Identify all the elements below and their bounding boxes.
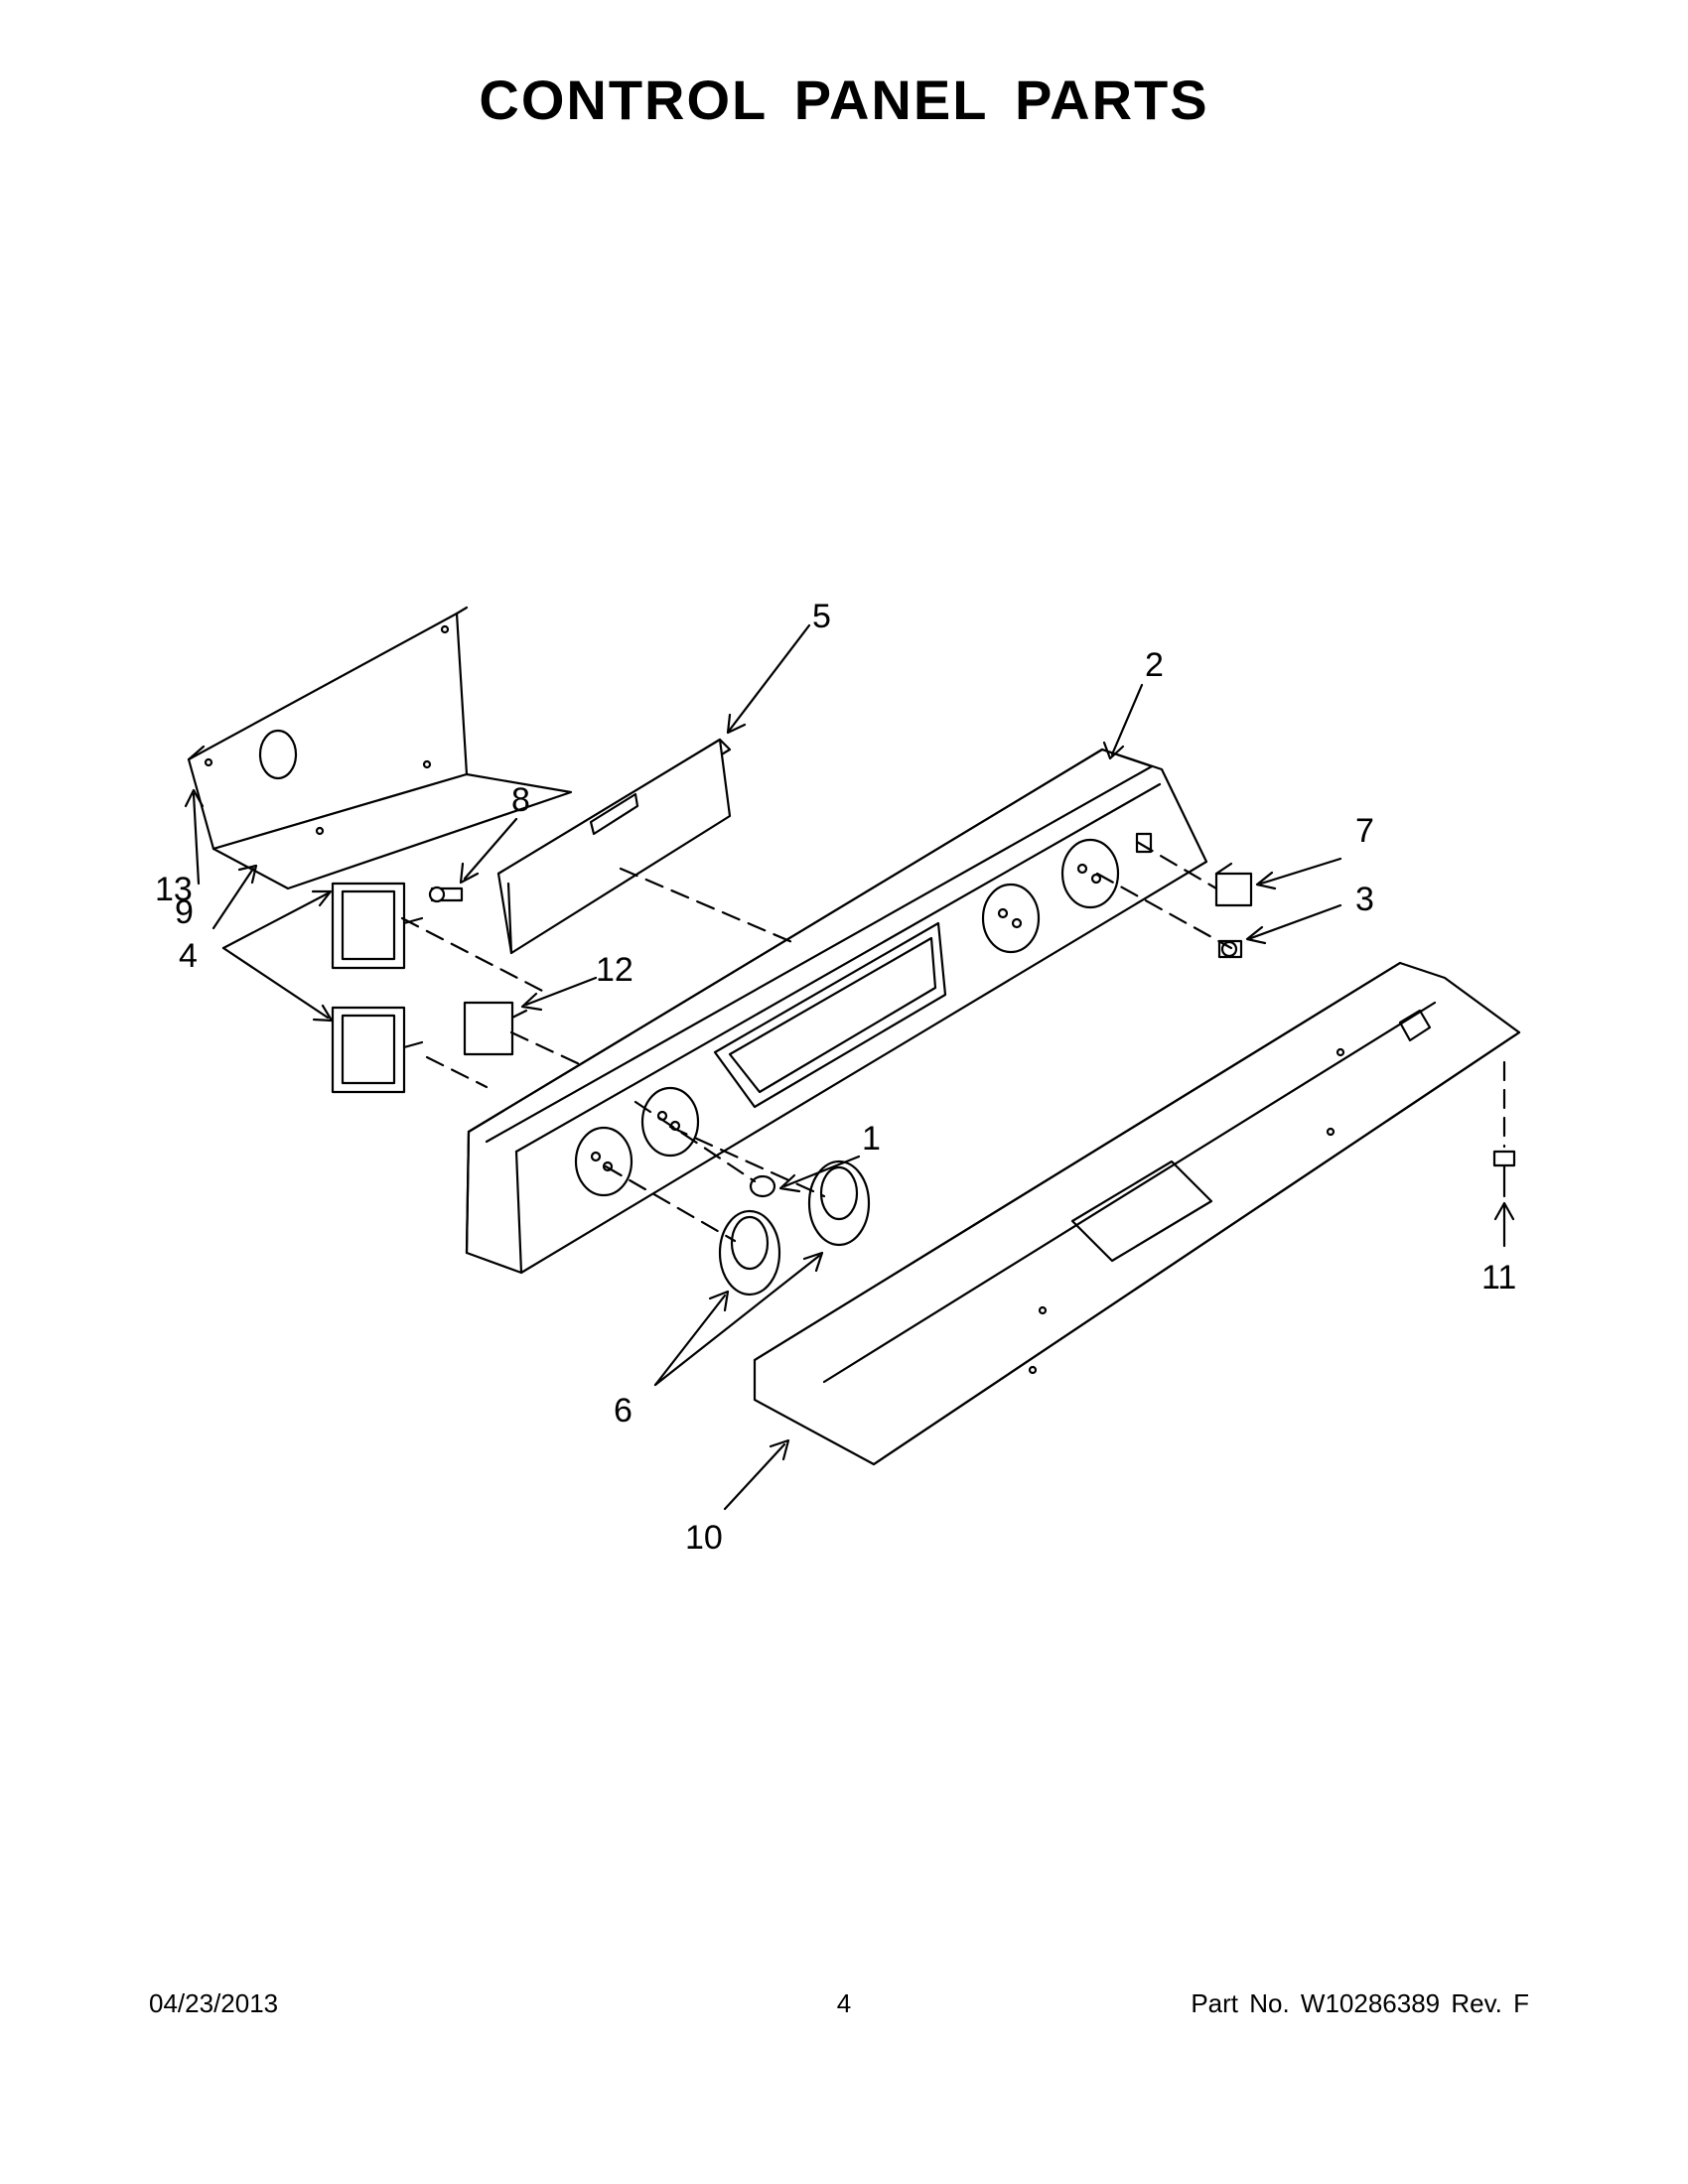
- infinite-switch-part-4-upper: [331, 882, 424, 970]
- callout-labels: 1 2 3 4 5 6 7 8 9 10 11 12 13: [155, 598, 1516, 1557]
- screw-part-8: [428, 886, 464, 903]
- assembly-dashed-lines: [400, 840, 1506, 1243]
- callout-11: 11: [1481, 1259, 1516, 1297]
- footer-part-number: Part No. W10286389 Rev. F: [1191, 1988, 1529, 2018]
- knob-part-6-left: [718, 1209, 781, 1297]
- rocker-switch-part-7: [1214, 862, 1253, 907]
- page-title: CONTROL PANEL PARTS: [479, 68, 1209, 131]
- callout-3: 3: [1355, 881, 1374, 918]
- callout-9: 9: [175, 893, 194, 931]
- screw-part-11: [1492, 1150, 1516, 1198]
- indicator-light-part-1: [749, 1174, 776, 1198]
- callout-1: 1: [862, 1120, 881, 1158]
- knob-part-6-right: [807, 1160, 871, 1247]
- overlay-panel-part-5: [496, 738, 732, 955]
- rear-support-part-10: [753, 961, 1521, 1466]
- callout-5: 5: [812, 598, 831, 635]
- callout-12: 12: [596, 951, 633, 989]
- infinite-switch-part-4-lower: [331, 1006, 424, 1094]
- callout-2: 2: [1145, 646, 1164, 684]
- footer-date: 04/23/2013: [149, 1988, 279, 2018]
- leader-arrows: [184, 623, 1515, 1511]
- control-console-part-2: [465, 748, 1208, 1275]
- callout-8: 8: [511, 781, 530, 819]
- callout-7: 7: [1355, 812, 1374, 850]
- callout-13: 13: [155, 871, 193, 908]
- switch-part-12: [463, 1001, 528, 1056]
- callout-4: 4: [179, 937, 198, 975]
- upper-bracket-part-13: [187, 606, 573, 890]
- callout-6: 6: [614, 1392, 633, 1430]
- footer-page-number: 4: [836, 1988, 852, 2018]
- callout-10: 10: [685, 1519, 723, 1557]
